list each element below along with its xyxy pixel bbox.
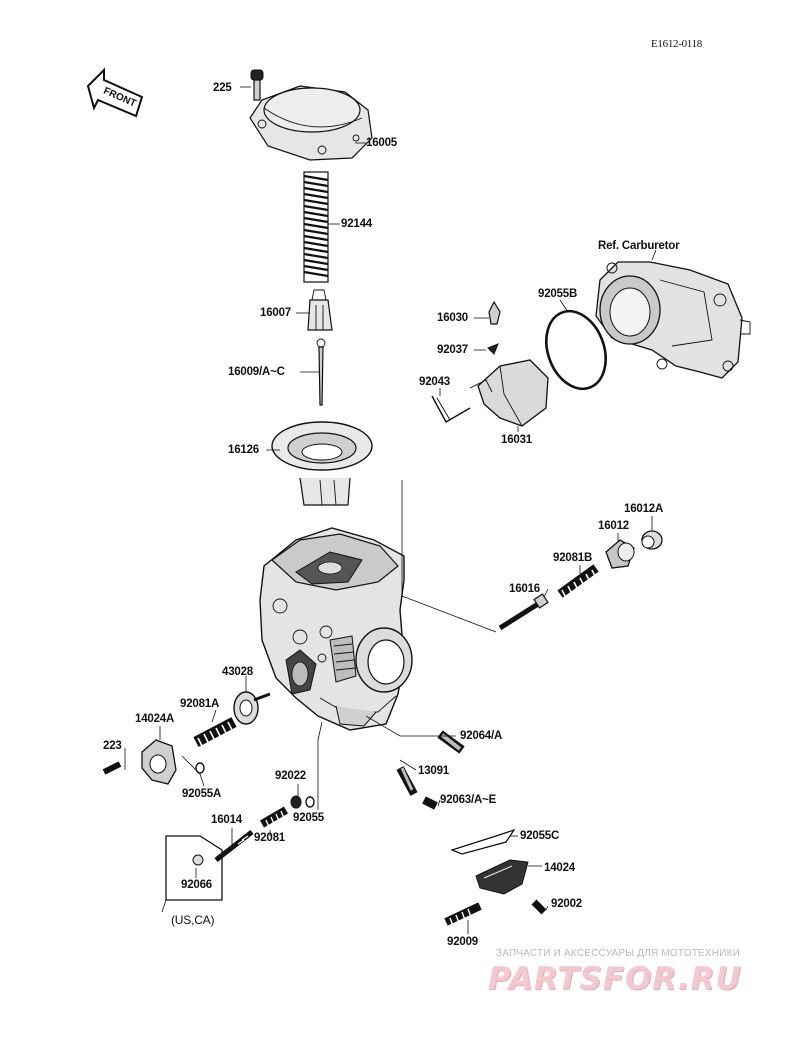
part-92022-washer (290, 795, 302, 809)
part-label-92081B: 92081B (553, 552, 593, 564)
part-label-92055: 92055 (293, 812, 324, 824)
part-92063-screw (422, 796, 438, 810)
part-92043-pin (431, 395, 471, 423)
leader-lines (124, 86, 657, 934)
part-label-16126: 16126 (228, 444, 259, 456)
part-13091-jet (396, 766, 418, 796)
part-label-92055C: 92055C (520, 830, 560, 842)
watermark-subtitle: ЗАПЧАСТИ И АКСЕССУАРЫ ДЛЯ МОТОТЕХНИКИ (496, 948, 741, 959)
part-92055A-o-ring (195, 762, 205, 774)
part-223-screw (102, 761, 122, 775)
part-92055B-o-ring (545, 309, 607, 391)
part-label-92002: 92002 (551, 898, 582, 910)
part-label-43028: 43028 (222, 666, 253, 678)
part-92081A-spring (193, 717, 237, 747)
part-label-16030: 16030 (437, 312, 468, 324)
part-label-14024: 14024 (544, 862, 575, 874)
part-label-92081A: 92081A (180, 698, 220, 710)
ref-carburetor-float-bowl (595, 261, 751, 379)
part-16009-jet-needle (316, 338, 326, 406)
part-label-92144: 92144 (341, 218, 372, 230)
part-label-225: 225 (213, 82, 232, 94)
part-label-16016: 16016 (509, 583, 540, 595)
part-label-16007: 16007 (260, 307, 291, 319)
part-label-16014: 16014 (211, 814, 242, 826)
part-14024-lever (475, 859, 529, 895)
part-16030-float-valve (488, 300, 501, 325)
part-label-92037: 92037 (437, 344, 468, 356)
part-label-16012A: 16012A (624, 503, 664, 515)
part-92144-spring (303, 171, 329, 283)
part-16012A-cap (641, 530, 663, 550)
part-label-92009: 92009 (447, 936, 478, 948)
part-92066-plug-box (165, 835, 223, 901)
part-92009-screw (444, 902, 482, 927)
part-label-13091: 13091 (418, 765, 449, 777)
part-label-92043: 92043 (419, 376, 450, 388)
part-label-92055A: 92055A (182, 788, 222, 800)
part-16126-diaphragm (271, 421, 373, 506)
part-92037-clip (487, 343, 499, 355)
part-label-92081: 92081 (254, 832, 285, 844)
part-label-92022: 92022 (275, 770, 306, 782)
part-16007-holder (307, 289, 333, 331)
part-label-92066: 92066 (181, 879, 212, 891)
part-label-16009: 16009/A~C (228, 366, 285, 378)
diagram-code: E1612-0118 (651, 38, 702, 50)
carburetor-body (259, 527, 413, 731)
part-label-223: 223 (103, 740, 122, 752)
part-43028-cover (233, 691, 271, 725)
part-92064-plug (437, 730, 465, 754)
part-92055-o-ring (305, 796, 315, 808)
part-label-16012: 16012 (598, 520, 629, 532)
part-16016-valve (498, 593, 549, 631)
part-label-16005: 16005 (366, 137, 397, 149)
part-label-92055B: 92055B (538, 288, 578, 300)
part-label-92063: 92063/A~E (440, 794, 497, 806)
part-92081-spring (259, 806, 289, 828)
part-16012-plug (605, 539, 635, 569)
part-14024A-lever (141, 739, 177, 785)
part-92055C-gasket (450, 828, 516, 855)
part-92002-screw (531, 899, 547, 915)
region-note: (US,CA) (171, 913, 215, 927)
part-16005-cover (249, 85, 373, 161)
front-arrow-icon: FRONT (86, 67, 144, 118)
part-label-92064: 92064/A (460, 730, 503, 742)
part-label-14024A: 14024A (135, 713, 175, 725)
part-label-16031: 16031 (501, 434, 532, 446)
part-92081B-spring (557, 564, 599, 599)
reference-label: Ref. Carburetor (598, 240, 680, 252)
part-225-screw (250, 69, 264, 101)
watermark-logo: PARTSFOR.RU (488, 961, 742, 997)
part-16031-float (469, 359, 549, 427)
